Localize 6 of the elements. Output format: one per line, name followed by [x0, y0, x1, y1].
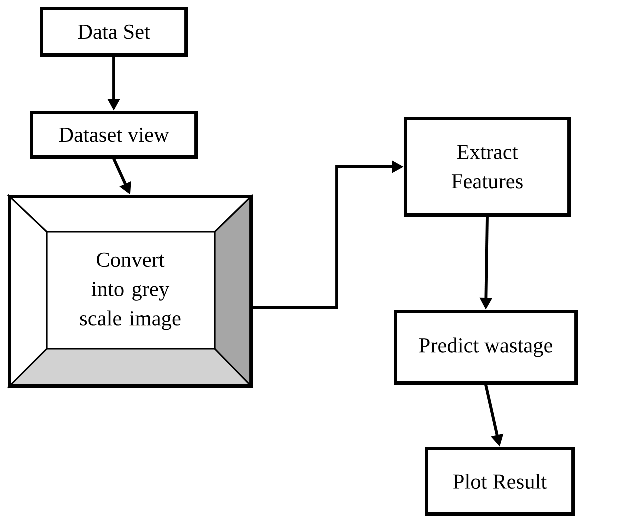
- process-box: Dataset view: [30, 111, 198, 159]
- process-box: Plot Result: [425, 447, 575, 516]
- process-box: Predict wastage: [394, 310, 578, 385]
- process-box: Extract Features: [404, 117, 571, 217]
- process-box: Data Set: [40, 7, 188, 57]
- bevel-box: Convert into grey scale image: [7, 194, 254, 389]
